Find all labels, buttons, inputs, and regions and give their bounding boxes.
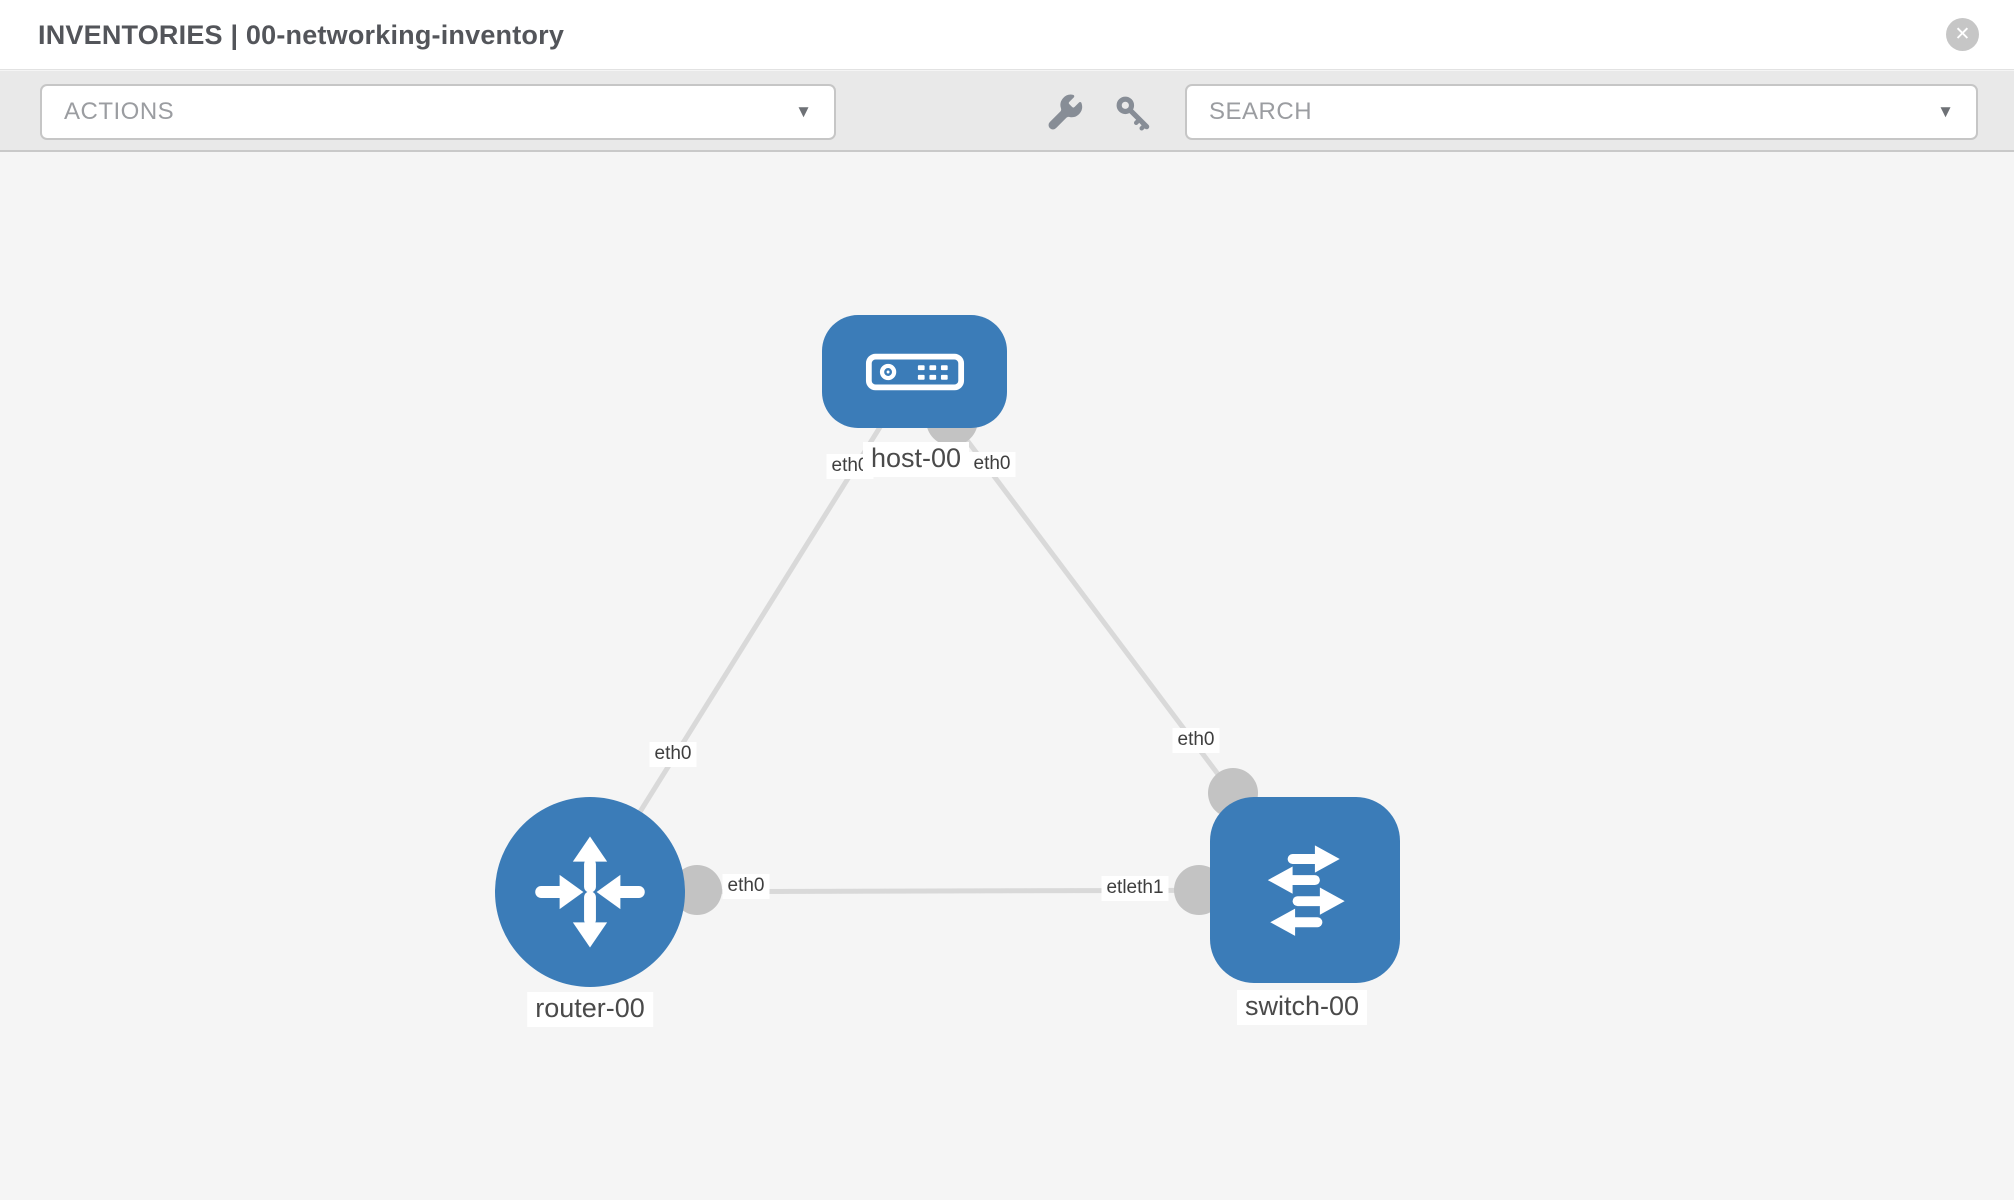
wrench-button[interactable] <box>1045 93 1085 133</box>
topology-links <box>587 369 1307 915</box>
node-host-00[interactable] <box>822 315 1007 428</box>
router-icon <box>535 836 645 948</box>
node-label-switch: switch-00 <box>1236 990 1368 1025</box>
node-label-router: router-00 <box>527 992 653 1027</box>
switch-icon <box>1267 845 1345 936</box>
header: INVENTORIES | 00-networking-inventory ✕ <box>0 0 2014 70</box>
host-icon <box>865 353 964 390</box>
node-router-00[interactable] <box>495 797 685 987</box>
interface-label: eth0 <box>968 452 1016 477</box>
close-icon: ✕ <box>1954 24 1971 45</box>
interface-label: eth0 <box>649 742 697 767</box>
search-dropdown[interactable]: SEARCH ▼ <box>1185 84 1978 140</box>
interface-label: etleth1 <box>1101 876 1169 901</box>
wrench-icon <box>1048 94 1083 130</box>
toolbar: ACTIONS ▼ SEARCH ▼ <box>0 71 2014 152</box>
chevron-down-icon: ▼ <box>1937 102 1954 121</box>
actions-dropdown-label: ACTIONS <box>64 98 175 125</box>
close-button[interactable]: ✕ <box>1946 18 1979 51</box>
node-switch-00[interactable] <box>1210 797 1400 983</box>
interface-connector-router <box>672 865 722 915</box>
topology-canvas[interactable]: eth0 eth0 eth0 eth0 eth0 etleth1 host-00… <box>0 152 2014 1200</box>
interface-label: eth0 <box>722 874 770 899</box>
actions-dropdown[interactable]: ACTIONS ▼ <box>40 84 836 140</box>
key-icon <box>1116 96 1150 131</box>
node-label-host: host-00 <box>862 442 970 477</box>
key-button[interactable] <box>1113 93 1153 133</box>
page-title: INVENTORIES | 00-networking-inventory <box>38 20 565 50</box>
search-dropdown-label: SEARCH <box>1209 98 1313 125</box>
chevron-down-icon: ▼ <box>795 102 812 121</box>
interface-label: eth0 <box>1172 728 1220 753</box>
